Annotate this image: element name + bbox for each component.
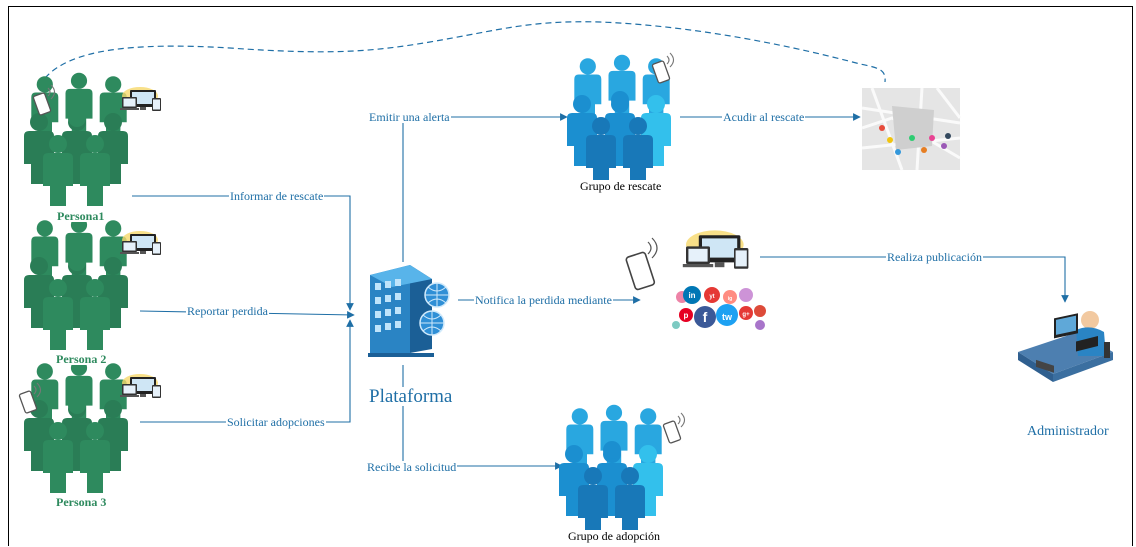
twitter-icon: tw <box>722 312 733 322</box>
grupo-adopcion-icon <box>559 405 663 538</box>
edge-label-recibe-solicitud: Recibe la solicitud <box>366 460 458 474</box>
phone-icon <box>662 412 686 445</box>
edge-label-notifica-perdida: Notifica la perdida mediante <box>474 293 613 307</box>
devices-icon <box>120 374 161 398</box>
diagram-frame <box>8 6 1133 546</box>
persona2-group-icon <box>24 217 128 350</box>
persona3-group-icon <box>24 360 128 493</box>
grupo-rescate-label: Grupo de rescate <box>580 179 662 193</box>
plataforma-label: Plataforma <box>369 386 453 407</box>
edge-solicitar-adopciones <box>140 319 354 423</box>
facebook-icon: f <box>703 309 708 325</box>
persona3-label: Persona 3 <box>56 495 107 509</box>
edge-label-realiza-publicacion: Realiza publicación <box>886 250 983 264</box>
youtube-icon: yt <box>709 294 714 300</box>
edge-emitir-alerta <box>402 113 568 262</box>
devices-icon <box>120 87 161 111</box>
notification-phone-icon <box>625 237 658 291</box>
persona2-label: Persona 2 <box>56 352 107 366</box>
plataforma-building-icon <box>368 265 450 357</box>
edge-realiza-publicacion <box>760 256 1069 303</box>
edge-label-reportar-perdida: Reportar perdida <box>186 304 269 318</box>
edge-label-solicitar-adopciones: Solicitar adopciones <box>226 415 326 429</box>
administrador-label: Administrador <box>1027 424 1109 439</box>
edge-label-acudir-rescate: Acudir al rescate <box>722 110 806 124</box>
dashed-connection-arc <box>44 21 886 83</box>
edge-label-emitir-alerta: Emitir una alerta <box>368 110 451 124</box>
administrador-icon <box>1018 311 1113 382</box>
pinterest-icon: p <box>684 311 689 320</box>
edge-label-informar-rescate: Informar de rescate <box>229 189 325 203</box>
persona1-label: Persona1 <box>57 209 105 223</box>
googleplus-icon: g+ <box>742 312 750 318</box>
grupo-adopcion-label: Grupo de adopción <box>568 529 660 543</box>
instagram-icon: ig <box>728 296 732 302</box>
linkedin-icon: in <box>688 291 695 300</box>
edge-recibe-solicitud <box>402 365 563 470</box>
edge-informar-rescate <box>132 195 354 311</box>
social-media-icons: in yt f tw p g+ ig <box>672 286 766 330</box>
map-image <box>861 87 962 171</box>
persona1-group-icon <box>24 73 128 206</box>
devices-icon <box>120 231 161 255</box>
devices-large-icon <box>682 230 749 269</box>
